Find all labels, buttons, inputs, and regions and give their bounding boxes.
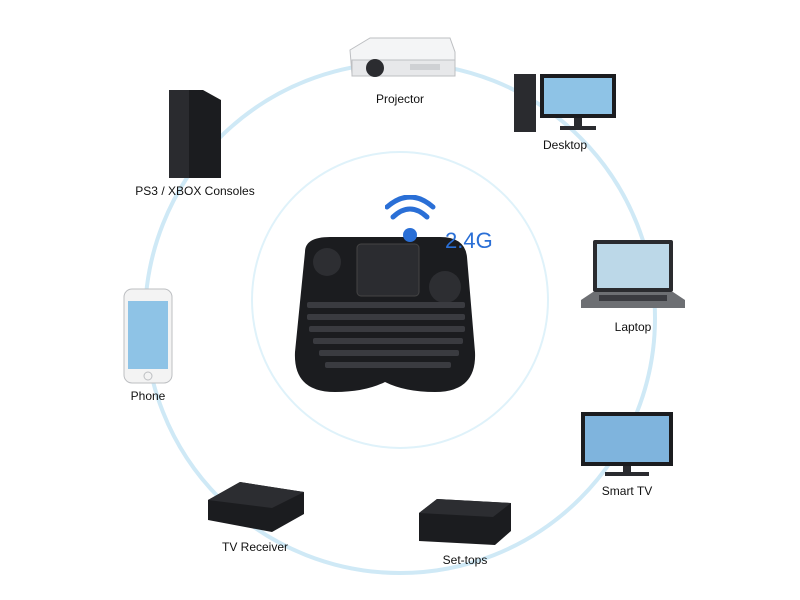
device-projector: Projector	[330, 30, 470, 106]
keyboard-image	[285, 232, 485, 407]
device-tv-receiver: TV Receiver	[195, 474, 315, 554]
tv-icon	[581, 412, 673, 476]
device-desktop: Desktop	[510, 72, 620, 152]
desktop-icon	[514, 74, 616, 132]
device-label: Set-tops	[442, 553, 488, 567]
keyboard-icon	[294, 237, 476, 392]
device-laptop: Laptop	[578, 238, 688, 334]
device-label: PS3 / XBOX Consoles	[135, 184, 255, 198]
laptop-icon	[581, 240, 685, 308]
device-smart-tv: Smart TV	[572, 410, 682, 498]
device-label: Desktop	[542, 138, 588, 152]
console-icon	[169, 90, 221, 178]
inner-ring	[251, 151, 549, 449]
device-label: Laptop	[614, 320, 652, 334]
wifi-icon	[384, 194, 445, 250]
projector-icon	[349, 37, 456, 77]
receiver-icon	[208, 482, 304, 532]
device-phone: Phone	[108, 287, 188, 403]
set-top-box-icon	[419, 499, 511, 545]
device-label: Projector	[375, 92, 425, 106]
device-consoles: PS3 / XBOX Consoles	[130, 88, 260, 198]
frequency-label: 2.4G	[445, 228, 493, 253]
device-label: Phone	[130, 389, 166, 403]
phone-icon	[123, 288, 173, 384]
device-label: TV Receiver	[221, 540, 289, 554]
device-set-tops: Set-tops	[410, 495, 520, 567]
device-label: Smart TV	[601, 484, 653, 498]
